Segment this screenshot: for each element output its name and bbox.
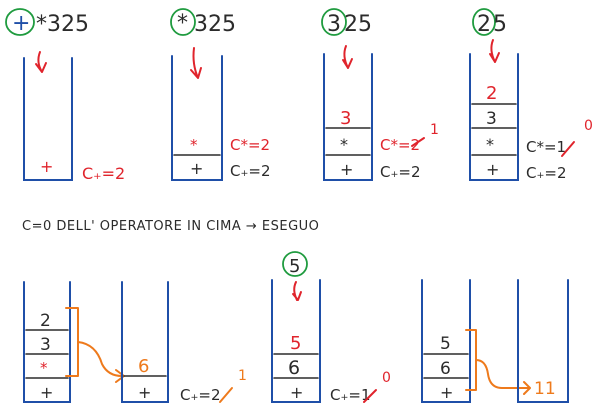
step4-header: 2 5 <box>472 8 507 37</box>
step4-caption1-new: 0 <box>584 118 593 134</box>
step3-stack <box>323 53 373 181</box>
step4-cell-0: 2 <box>486 83 497 104</box>
step4-circle <box>472 8 496 36</box>
step2-head: * <box>177 11 188 36</box>
step1-stack <box>23 57 73 181</box>
step3-header: 3 25 <box>321 8 372 37</box>
circled-5 <box>282 251 308 277</box>
step2-cell-0: * <box>190 136 198 154</box>
br-cell-1: + <box>138 383 151 402</box>
step3-caption1-new: 1 <box>430 122 439 138</box>
step4-rest: 5 <box>493 12 507 37</box>
bottom-cap-b-strike <box>363 389 377 403</box>
step2-cell-1: + <box>190 159 203 178</box>
step1-plus: + <box>40 157 53 176</box>
bottom-cap-b: C₊=1 <box>330 386 371 404</box>
step4-caption2: C₊=2 <box>526 164 567 182</box>
step4-arrow <box>489 39 500 63</box>
brs-arrow <box>475 359 531 395</box>
circled-5-value: 5 <box>289 256 300 277</box>
step2-header: * 325 <box>170 8 236 37</box>
step3-strike <box>411 137 425 147</box>
step1-caption: C₊=2 <box>82 164 125 183</box>
bl-arrow <box>77 341 125 383</box>
step4-strike <box>561 141 575 157</box>
bottom-cap-a-strike <box>219 387 233 403</box>
bottom-right-stack <box>421 279 471 403</box>
step4-cell-3: + <box>486 160 499 179</box>
step3-arrow <box>342 45 353 69</box>
brs-cell-1: 6 <box>440 359 451 379</box>
bl-cell-2: * <box>40 359 48 377</box>
step3-rest: 25 <box>344 12 372 37</box>
final-value: 11 <box>534 379 556 399</box>
step2-circle <box>170 8 196 36</box>
mid-arrow <box>292 281 302 301</box>
step2-caption1: C*=2 <box>230 136 270 154</box>
step3-cell-1: * <box>340 135 348 154</box>
step3-cell-0: 3 <box>340 108 351 129</box>
bl-cell-0: 2 <box>40 311 51 331</box>
bottom-mid-stack <box>271 279 321 403</box>
bl-bracket <box>65 307 79 377</box>
bottom-left-stack <box>23 281 71 403</box>
bm-cell-1: 6 <box>288 357 300 379</box>
bottom-cap-a-new: 1 <box>238 368 247 384</box>
rule-text: C=0 DELL' OPERATORE IN CIMA → ESEGUO <box>22 219 319 234</box>
step4-cell-2: * <box>486 135 494 154</box>
step2-arrow <box>190 47 202 79</box>
step4-stack <box>469 53 519 181</box>
step3-circle <box>321 8 347 36</box>
step3-cell-2: + <box>340 160 353 179</box>
step4-head: 2 <box>477 12 491 37</box>
brs-cell-0: 5 <box>440 334 451 354</box>
br-cell-0: 6 <box>138 356 149 377</box>
step4-cell-1: 3 <box>486 109 497 129</box>
bottom-cap-b-new: 0 <box>382 370 391 386</box>
bl-cell-1: 3 <box>40 335 51 355</box>
step3-caption2: C₊=2 <box>380 163 421 181</box>
step1-arrow <box>35 51 47 73</box>
step3-caption1: C*=2 <box>380 136 420 154</box>
step1-head: + <box>12 11 30 36</box>
step1-rest: *325 <box>36 12 89 37</box>
step4-caption1: C*=1 <box>526 138 566 156</box>
bl-cell-3: + <box>40 383 53 402</box>
bm-cell-2: + <box>290 383 303 402</box>
step2-caption2: C₊=2 <box>230 162 271 180</box>
brs-cell-2: + <box>440 383 453 402</box>
step3-head: 3 <box>327 12 341 37</box>
step2-rest: 325 <box>194 12 236 37</box>
step1-header: + *325 <box>5 8 89 37</box>
step1-circle <box>5 8 35 36</box>
bm-cell-0: 5 <box>290 333 301 354</box>
step2-stack <box>171 55 223 181</box>
bottom-cap-a: C₊=2 <box>180 386 221 404</box>
bottom-final-stack <box>517 279 569 403</box>
bottom-result-stack <box>121 281 169 403</box>
